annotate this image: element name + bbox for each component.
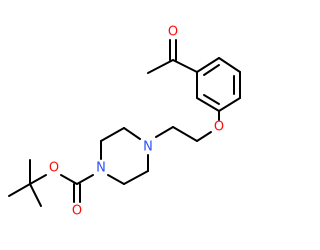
bond-ether-oxygen-to-ch2: [196, 131, 212, 142]
atom-label-ether-oxygen: O: [214, 120, 224, 135]
benzene-ring: [196, 57, 241, 112]
boc-group: [8, 159, 94, 207]
atom-label-piperazine-nitrogen-upper: N: [143, 140, 153, 155]
piperazine-bond-5: [123, 170, 149, 185]
ring-bond-5: [196, 97, 220, 112]
bond-carbamate-to-ester-oxygen: [60, 174, 78, 185]
atom-label-piperazine-nitrogen-lower: N: [96, 161, 106, 176]
piperazine-bond-2: [100, 127, 125, 142]
atom-label-carbamate-carbonyl-oxygen: O: [72, 204, 82, 219]
ring-inner-bond-a: [203, 64, 220, 76]
piperazine-ring: [100, 127, 149, 185]
bond-nitrogen-to-carbamate: [76, 174, 94, 185]
bond-ch2-to-nitrogen: [155, 126, 174, 138]
piperazine-bond-4: [107, 174, 125, 185]
bond-acetyl-to-ring: [172, 59, 198, 73]
ether-linker: [155, 110, 220, 142]
bond-tert-butyl-methyl-down: [29, 183, 42, 207]
ring-bond-4: [218, 97, 241, 112]
acetyl-group: [147, 39, 198, 74]
atom-labels: O O N N O O: [49, 25, 224, 219]
ring-bond-2: [218, 57, 241, 73]
ring-bond-1: [196, 57, 220, 73]
bond-ch2-ch2: [172, 126, 198, 142]
atom-label-carbonyl-oxygen: O: [168, 25, 178, 40]
chemical-structure-diagram: O O N N O O: [8, 25, 241, 219]
ring-inner-bond-c: [203, 94, 220, 105]
atom-label-carbamate-ester-oxygen: O: [49, 161, 59, 176]
bond-ester-oxygen-to-tert-carbon: [29, 174, 47, 185]
bond-tert-butyl-methyl-left: [8, 183, 31, 197]
piperazine-bond-1: [123, 127, 141, 140]
bond-acetyl-methyl: [147, 59, 174, 74]
